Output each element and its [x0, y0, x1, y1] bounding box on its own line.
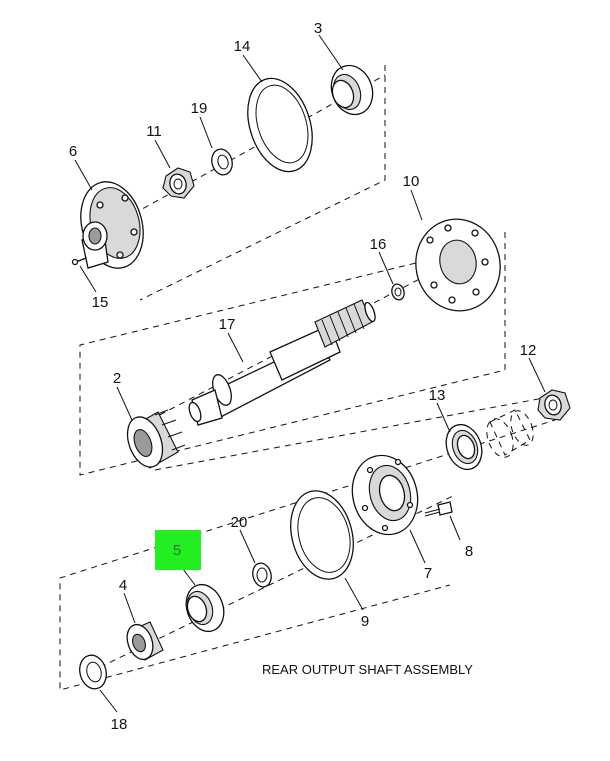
part-15-pin [71, 257, 87, 266]
part-5-bearing-cup[interactable] [180, 579, 230, 636]
part-8-bolt [424, 501, 453, 517]
label-18[interactable]: 18 [111, 716, 128, 733]
part-2-bearing-cone [126, 409, 186, 469]
frame-middle [79, 232, 506, 476]
label-12[interactable]: 12 [520, 342, 537, 359]
part-11-hex-nut [162, 167, 195, 199]
part-19-washer [211, 148, 233, 176]
label-17[interactable]: 17 [219, 316, 236, 333]
part-20-washer [252, 562, 272, 588]
label-20[interactable]: 20 [231, 514, 248, 531]
part-4-bearing-cone [126, 621, 164, 661]
label-2[interactable]: 2 [113, 370, 121, 387]
label-14[interactable]: 14 [234, 38, 251, 55]
highlight-callout[interactable]: 5 [155, 530, 201, 570]
label-19[interactable]: 19 [191, 100, 208, 117]
part-7-retainer [351, 454, 419, 536]
label-3[interactable]: 3 [314, 20, 322, 37]
part-10-flange-plate [415, 218, 501, 312]
frame-top [139, 65, 386, 301]
label-9[interactable]: 9 [361, 613, 369, 630]
label-6[interactable]: 6 [69, 143, 77, 160]
label-4[interactable]: 4 [119, 577, 127, 594]
label-11[interactable]: 11 [146, 123, 162, 140]
part-13-seal [445, 423, 483, 471]
part-18-washer [79, 654, 107, 690]
label-16[interactable]: 16 [370, 236, 387, 253]
label-8[interactable]: 8 [465, 543, 473, 560]
part-9-gasket-ring [290, 490, 354, 580]
part-6-flange [80, 181, 144, 269]
label-13[interactable]: 13 [429, 387, 446, 404]
label-5[interactable]: 5 [173, 542, 181, 559]
part-16-washer [391, 283, 405, 301]
label-15[interactable]: 15 [92, 294, 109, 311]
part-17-shaft [188, 299, 376, 426]
leader-lines [74, 34, 546, 713]
diagram-title: REAR OUTPUT SHAFT ASSEMBLY [262, 662, 473, 677]
label-7[interactable]: 7 [424, 565, 432, 582]
part-number-labels: 3 14 19 11 6 15 10 16 17 2 12 13 8 7 9 2… [69, 20, 537, 733]
part-12-hex-nut [537, 389, 571, 421]
bearing-cup-outline [486, 409, 534, 458]
label-10[interactable]: 10 [403, 173, 420, 190]
part-14-shim-ring [247, 77, 313, 173]
part-5-highlight-box[interactable] [155, 530, 201, 570]
part-3-bearing-cup [330, 64, 374, 116]
